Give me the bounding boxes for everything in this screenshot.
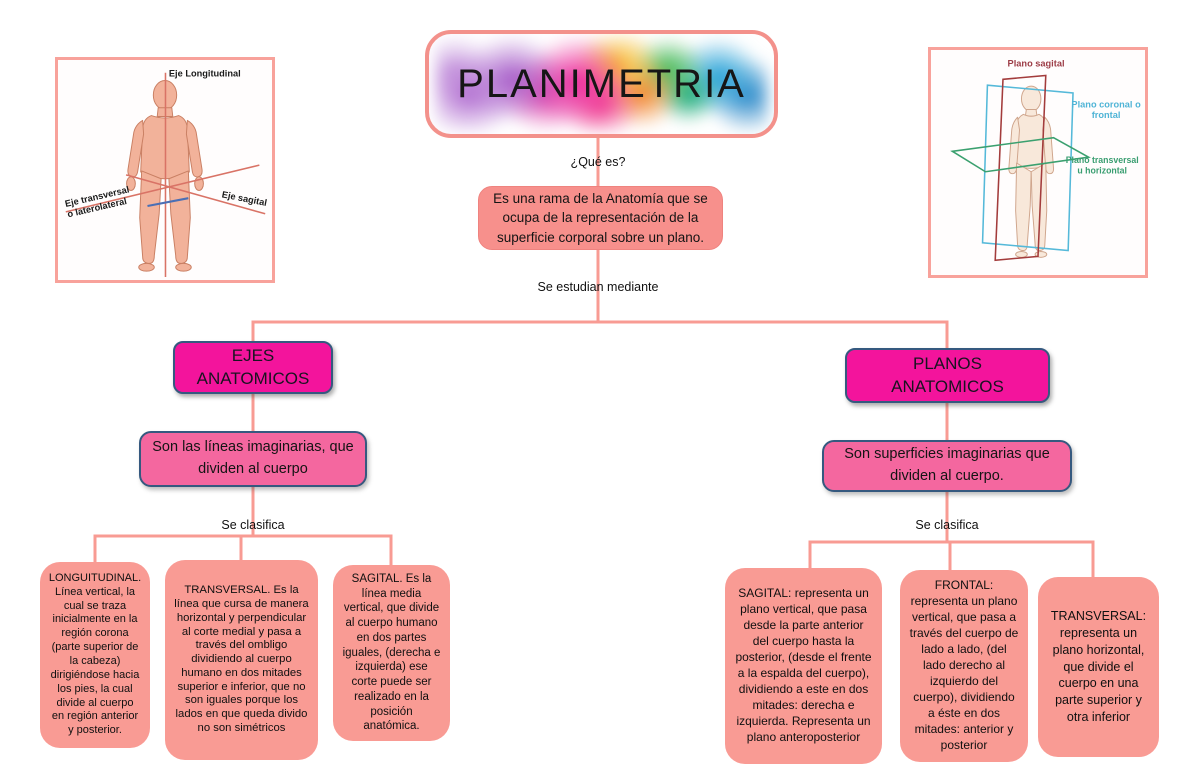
watercolor-splash xyxy=(435,36,768,132)
leaf-text: TRANSVERSAL. Es la línea que cursa de ma… xyxy=(174,584,309,735)
leaf-text: TRANSVERSAL: representa un plano horizon… xyxy=(1050,608,1147,725)
svg-text:u horizontal: u horizontal xyxy=(1077,166,1127,176)
question-label: ¿Qué es? xyxy=(570,155,626,169)
studied-by-label: Se estudian mediante xyxy=(537,280,659,294)
connector-path xyxy=(93,138,1095,578)
leaf-text: FRONTAL: representa un plano vertical, q… xyxy=(909,578,1019,752)
planes-illustration: Plano sagital Plano coronal o frontal Pl… xyxy=(950,59,1141,262)
anatomical-planes-figure: Plano sagital Plano coronal o frontal Pl… xyxy=(928,47,1148,278)
coronal-plane-label: Plano coronal o frontal xyxy=(1071,100,1141,121)
svg-text:frontal: frontal xyxy=(1092,110,1121,120)
svg-text:Plano coronal o: Plano coronal o xyxy=(1071,100,1141,110)
leaf-longitudinal-axis: LONGUITUDINAL. Línea vertical, la cual s… xyxy=(40,562,150,748)
thigh-marker-line xyxy=(147,197,189,208)
page-title: PLANIMETRIA xyxy=(457,61,746,106)
leaf-transversal-plane: TRANSVERSAL: representa un plano horizon… xyxy=(1038,577,1159,757)
planos-description-text: Son superficies imaginarias que dividen … xyxy=(844,446,1050,484)
svg-text:Plano transversal: Plano transversal xyxy=(1066,155,1139,165)
leaf-text: SAGITAL. Es la línea media vertical, que… xyxy=(342,573,441,733)
definition-text: Es una rama de la Anatomía que se ocupa … xyxy=(493,191,708,245)
sagital-plane-label: Plano sagital xyxy=(1008,59,1065,69)
leaf-sagital-axis: SAGITAL. Es la línea media vertical, que… xyxy=(333,565,450,741)
classify-label-right: Se clasifica xyxy=(915,518,979,532)
node-planos-anatomicos: PLANOS ANATOMICOS xyxy=(845,348,1050,403)
leaf-text: SAGITAL: representa un plano vertical, q… xyxy=(735,586,872,744)
human-body-planes xyxy=(1008,85,1055,258)
leaf-transversal-axis: TRANSVERSAL. Es la línea que cursa de ma… xyxy=(165,560,318,760)
transversal-plane-outline xyxy=(950,136,1091,173)
planos-description-node: Son superficies imaginarias que dividen … xyxy=(822,440,1072,492)
sagital-axis-label: Eje sagital xyxy=(221,189,268,208)
anatomical-axes-figure: Eje Longitudinal Eje transversal o later… xyxy=(55,57,275,283)
transversal-plane-label: Plano transversal u horizontal xyxy=(1066,155,1139,176)
leaf-frontal-plane: FRONTAL: representa un plano vertical, q… xyxy=(900,570,1028,762)
sagital-plane-outline xyxy=(994,74,1047,262)
transversal-axis-label: Eje transversal o laterolateral xyxy=(64,184,130,219)
title-node: PLANIMETRIA xyxy=(425,30,778,138)
ejes-description-text: Son las líneas imaginarias, que dividen … xyxy=(152,439,354,477)
definition-node: Es una rama de la Anatomía que se ocupa … xyxy=(478,186,723,250)
classify-label-left: Se clasifica xyxy=(221,518,285,532)
longitudinal-axis-label: Eje Longitudinal xyxy=(169,69,241,79)
node-ejes-anatomicos: EJES ANATOMICOS xyxy=(173,341,333,394)
axes-illustration: Eje Longitudinal Eje transversal o later… xyxy=(64,69,268,277)
leaf-text: LONGUITUDINAL. Línea vertical, la cual s… xyxy=(48,571,142,737)
svg-text:Eje sagital: Eje sagital xyxy=(221,189,268,208)
ejes-description-node: Son las líneas imaginarias, que dividen … xyxy=(139,431,367,487)
leaf-sagital-plane: SAGITAL: representa un plano vertical, q… xyxy=(725,568,882,764)
axis-lines xyxy=(65,72,266,277)
